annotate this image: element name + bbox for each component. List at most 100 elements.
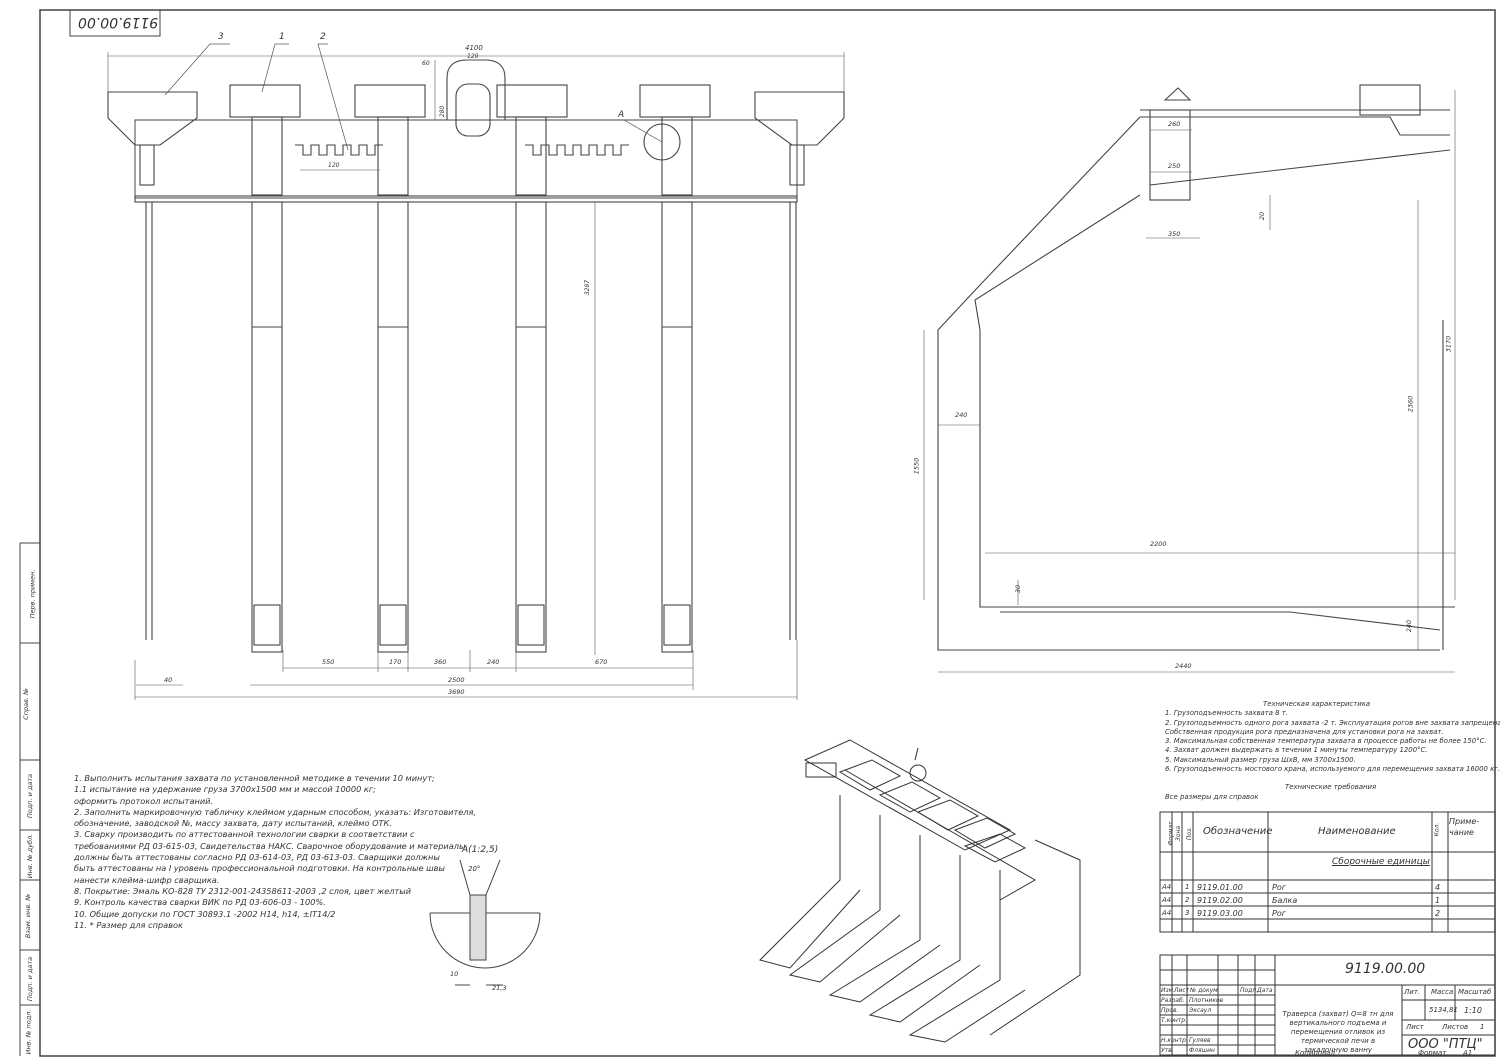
front-view [107,59,845,653]
tech-characteristics: Техническая характеристика 1. Грузоподъе… [1165,700,1500,802]
callout-1: 1 [279,32,285,42]
note-line: обозначение, заводской №, массу захвата,… [74,818,392,829]
title-person-name: Фляшин [1189,1047,1215,1054]
stamp-box [69,10,161,37]
tech-item: 1. Грузоподъемность захвата 8 т. [1165,709,1288,718]
dim-height: 3287 [584,279,592,296]
spec-header-qty: Кол. [1433,822,1441,837]
dim-2440: 2440 [1175,662,1192,670]
note-line: оформить протокол испытаний. [74,795,214,806]
margin-label: Инв. № дубл. [26,833,35,879]
dim-2200: 2200 [1150,540,1167,548]
title-role-col: № докум. [1190,987,1220,994]
dim-170: 170 [389,658,402,666]
spec-row-designation: 9119.03.00 [1197,909,1243,918]
title-role-col: Подп. [1240,987,1259,994]
title-person-role: Н.контр. [1161,1037,1188,1044]
detail-a-title: A(1:2,5) [462,845,499,855]
spec-row-designation: 9119.01.00 [1197,883,1243,892]
spec-section: Сборочные единицы [1332,857,1430,867]
title-role-col: Изм. [1161,987,1176,994]
title-format-label: Формат [1418,1049,1447,1057]
title-role-col: Дата [1257,987,1273,994]
title-person-name: Плотников [1189,997,1224,1004]
dim-240-a: 240 [955,411,968,419]
spec-row-qty: 4 [1435,883,1441,892]
detail-a-width: 21,3 [492,984,507,992]
margin-label: Инв. № подл. [24,1009,33,1055]
dim-lug-height: 280 [439,105,447,118]
side-view [937,84,1455,651]
title-sheets-value: 1 [1480,1023,1485,1031]
tech-title: Техническая характеристика [1263,700,1371,708]
spec-row-format: А4 [1162,883,1172,891]
dim-250: 250 [1168,162,1181,170]
tech-item: 4. Захват должен выдержать в течении 1 м… [1165,746,1428,755]
note-line: быть аттестованы на I уровень профессион… [74,863,445,874]
note-line: 8. Покрытие: Эмаль КО-828 ТУ 2312-001-24… [74,885,412,896]
note-line: должны быть аттестованы согласно РД 03-6… [74,852,440,863]
dim-lug-gap: 60 [422,60,430,67]
dim-2500: 2500 [448,676,465,684]
callout-2: 2 [320,32,326,42]
spec-header-designation: Обозначение [1203,826,1273,837]
callout-leaders [164,43,663,151]
spec-header-note: Приме-чание [1449,817,1480,837]
title-copied: Копировал [1295,1049,1335,1057]
dim-360: 360 [434,658,447,666]
margin-label: Перв. примен. [28,569,37,619]
note-line: 1.1 испытание на удержание груза 3700х15… [74,784,376,795]
detail-a-angle: 20° [468,865,481,873]
title-person-role: Пров. [1161,1007,1179,1014]
note-line: 1. Выполнить испытания захвата по устано… [74,773,435,783]
tech-item: Собственная продукция рога предназначена… [1165,727,1444,736]
dim-3170: 3170 [1444,335,1453,353]
tech-req: Все размеры для справок [1165,792,1259,801]
title-block-lines [1159,954,1496,1056]
tech-item: 2. Грузоподъемность одного рога захвата … [1165,718,1500,727]
title-person-role: Разраб. [1161,997,1185,1004]
dim-lug-width: 120 [467,53,479,60]
margin-label: Взам. инв. № [24,893,33,939]
isometric-view [759,739,1081,1043]
title-company: ООО "ПТЦ" [1408,1037,1483,1052]
dim-1550: 1550 [912,457,921,475]
front-dimensions [107,52,845,700]
title-sheets-label: Листов [1442,1023,1469,1031]
tech-req-title: Технические требования [1285,783,1377,792]
title-format-value: А1 [1463,1049,1473,1057]
title-scale-label: Масштаб [1458,988,1492,996]
dim-350: 350 [1168,230,1181,238]
title-scale: 1:10 [1464,1006,1482,1015]
margin-label: Справ. № [21,688,30,720]
note-line: 2. Заполнить маркировочную табличку клей… [74,806,477,817]
dim-550: 550 [322,658,335,666]
dim-2360: 2360 [1406,395,1415,413]
note-line: 3. Сварку производить по аттестованной т… [74,829,415,840]
spec-row-name: Рог [1272,883,1286,892]
tech-item: 5. Максимальный размер груза ШхВ, мм 370… [1165,755,1356,764]
spec-row-format: А4 [1162,896,1172,904]
callout-3: 3 [218,32,224,42]
dim-240: 240 [487,658,500,666]
spec-row-designation: 9119.02.00 [1197,896,1243,905]
dim-670: 670 [595,658,608,666]
title-person-role: Утв. [1161,1047,1174,1054]
spec-row-pos: 1 [1185,883,1190,891]
spec-row-qty: 2 [1435,909,1441,918]
dim-260: 260 [1168,120,1181,128]
detail-a [429,859,541,986]
margin-label: Подп. и дата [26,773,35,819]
note-line: 11. * Размер для справок [74,919,183,930]
title-sheet-label: Лист [1406,1023,1424,1031]
title-text: Траверса (захват) Q=8 тн для вертикально… [1282,1010,1394,1054]
note-line: 10. Общие допуски по ГОСТ 30893.1 -2002 … [74,908,336,919]
spec-row-name: Балка [1272,896,1298,905]
title-mass-label: Масса [1431,988,1454,996]
spec-header-pos: Поз. [1186,826,1194,841]
dim-overall: 4100 [465,44,483,52]
margin-label: Подп. и дата [26,956,35,1002]
dim-30: 30 [1014,584,1023,594]
detail-a-gap: 10 [450,970,459,978]
